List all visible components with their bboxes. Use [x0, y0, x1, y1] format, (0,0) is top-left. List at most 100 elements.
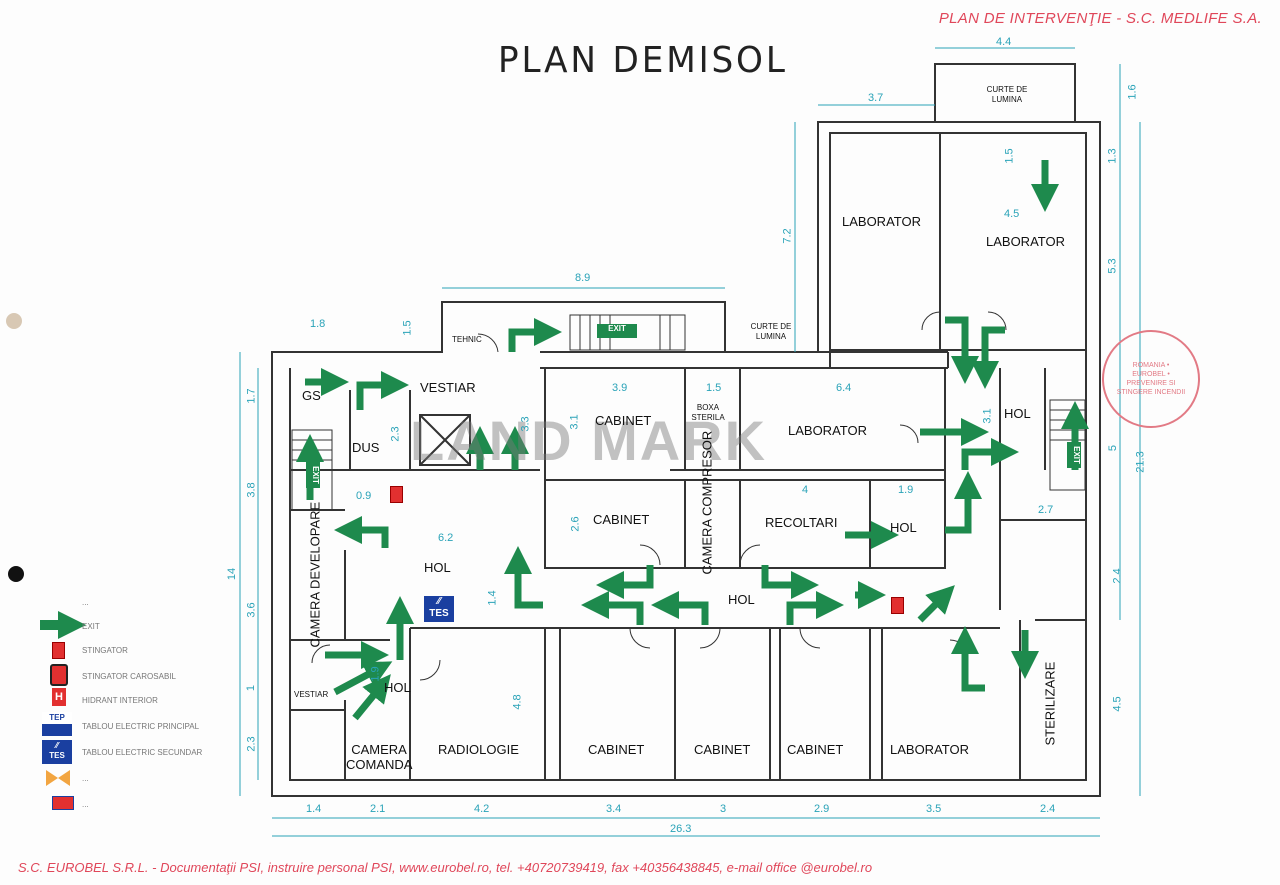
dim-label: 2.7 [1038, 504, 1054, 516]
punch-hole-top [6, 313, 22, 329]
dim-label: 2.3 [245, 736, 258, 752]
legend-tes-icon: ⁄⁄TES [42, 740, 72, 764]
evac-arrow [508, 318, 562, 352]
dim-label: 4.2 [474, 803, 490, 815]
room-laborator-4: LABORATOR [890, 742, 969, 757]
door [639, 544, 661, 566]
door [629, 627, 651, 649]
dim-label: 1.3 [1106, 148, 1119, 164]
room-cabinet-2: CABINET [593, 512, 650, 527]
fire-extinguisher-icon [891, 597, 904, 614]
room-dus: DUS [352, 440, 380, 455]
door [921, 311, 941, 331]
dim-label: 7.2 [781, 228, 794, 244]
dim-label: 1.8 [310, 318, 326, 330]
dim-label: 3.4 [606, 803, 622, 815]
legend-tep-icon: TEP [42, 712, 72, 736]
evac-arrow [651, 591, 709, 625]
dim-label: 2.4 [1111, 568, 1124, 584]
dim-label: 6.2 [438, 532, 454, 544]
room-hol-5: HOL [384, 680, 411, 695]
outer-wall-inner [289, 132, 1087, 781]
door [899, 424, 919, 444]
evac-arrow [352, 674, 391, 721]
dim-label: 1.6 [1126, 84, 1139, 100]
tes-panel-icon: ⁄⁄TES [424, 596, 454, 622]
dim-label: 2.4 [1040, 803, 1056, 815]
exit-sign-left: EXIT [306, 462, 320, 488]
fire-extinguisher-icon [390, 486, 403, 503]
evac-arrow [961, 438, 1019, 470]
evac-arrow [945, 471, 982, 534]
dim-label: 4 [802, 484, 809, 496]
legend-hydrant-icon: H [52, 688, 66, 706]
legend-label: STINGATOR CAROSABIL [82, 672, 176, 681]
plan-header: PLAN DE INTERVENŢIE - S.C. MEDLIFE S.A. [938, 10, 1262, 27]
room-camera-compresor: CAMERA COMPRESOR [699, 430, 715, 575]
dim-label: 3.6 [245, 602, 258, 618]
middle-block [544, 367, 946, 569]
legend-exit-icon [40, 620, 62, 630]
dim-label: 1 [245, 684, 258, 692]
dim-label: 4.5 [1004, 208, 1020, 220]
dim-label: 3.9 [612, 382, 628, 394]
room-hol-2: HOL [890, 520, 917, 535]
evac-arrow [504, 546, 543, 609]
room-recoltari: RECOLTARI [765, 515, 838, 530]
dim-label: 0.9 [356, 490, 372, 502]
watermark: LAND MARK [410, 409, 768, 472]
exit-sign-top: EXIT [597, 324, 637, 338]
dim-label: 2.9 [814, 803, 830, 815]
room-cabinet-5: CABINET [787, 742, 844, 757]
room-laborator-2: LABORATOR [986, 234, 1065, 249]
dim-label: 1.9 [369, 666, 382, 682]
room-gs: GS [302, 388, 321, 403]
door [699, 627, 721, 649]
evac-arrow [945, 316, 979, 384]
evac-arrow [761, 565, 819, 599]
room-boxa-sterila: BOXA STERILA [691, 403, 725, 422]
dim-label: 4.4 [996, 36, 1012, 48]
room-hol-3: HOL [424, 560, 451, 575]
dim-label: 2.3 [389, 426, 402, 442]
evac-arrow [581, 591, 644, 625]
room-hol-4: HOL [728, 592, 755, 607]
legend-label: ... [82, 800, 89, 809]
dim-label: 2.1 [370, 803, 386, 815]
door [311, 644, 331, 664]
room-tehnic: TEHNIC [452, 335, 482, 344]
dim-label: 5.3 [1106, 258, 1119, 274]
dim-label: 3.1 [981, 408, 994, 424]
dim-label: 3 [720, 803, 727, 815]
dim-label: 3.8 [245, 482, 258, 498]
legend-extinguisher-cart-icon [50, 664, 68, 686]
room-curte-de-lumina-1: CURTE DE LUMINA [986, 85, 1028, 104]
dim-label: 8.9 [575, 272, 591, 284]
legend-label: TABLOU ELECTRIC SECUNDAR [82, 748, 203, 757]
dim-label: 3.1 [568, 414, 581, 430]
room-laborator-3: LABORATOR [788, 423, 867, 438]
room-radiologie: RADIOLOGIE [438, 742, 519, 757]
evac-arrow [786, 591, 844, 625]
dim-label: 4.5 [1111, 696, 1124, 712]
legend-label: ... [82, 774, 89, 783]
room-cabinet-3: CABINET [588, 742, 645, 757]
dim-label: 2.6 [569, 516, 582, 532]
dim-label: 21.3 [1134, 451, 1147, 473]
plan-title: PLAN DEMISOL [498, 40, 788, 81]
legend-alarm-icon [52, 796, 74, 810]
evac-arrow [333, 661, 393, 696]
room-hol-1: HOL [1004, 406, 1031, 421]
official-stamp: ROMANIA • EUROBEL • PREVENIRE SI STINGER… [1102, 330, 1200, 428]
room-sterilizare: STERILIZARE [1042, 661, 1058, 746]
dim-label: 3.5 [926, 803, 942, 815]
exit-sign-right: EXIT [1067, 442, 1081, 468]
footer-contact: S.C. EUROBEL S.R.L. - Documentaţii PSI, … [18, 860, 873, 875]
legend-label: STINGATOR [82, 646, 128, 655]
dim-label: 1.5 [706, 382, 722, 394]
dim-label: 14 [226, 567, 239, 581]
dim-label: 1.9 [898, 484, 914, 496]
dim-label: 3.3 [519, 416, 532, 432]
dim-label: 1.7 [245, 388, 258, 404]
legend-extinguisher-icon [52, 642, 65, 659]
